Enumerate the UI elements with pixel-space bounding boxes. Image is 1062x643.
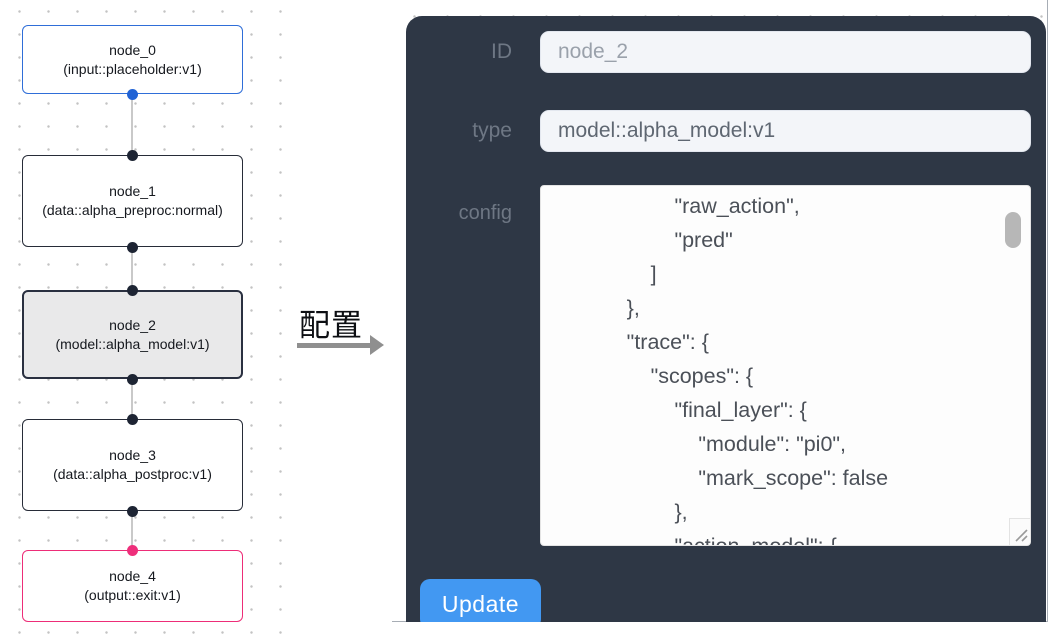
right-arrow-head-icon [370,335,384,355]
config-field-label: config [458,202,512,224]
config-panel-region: ID type config "raw_action", "pred" ] },… [392,0,1048,622]
node-subtitle: (output::exit:v1) [84,587,181,603]
port-node0-out[interactable] [126,88,138,100]
port-node4-in[interactable] [126,544,138,556]
update-button[interactable]: Update [420,579,541,622]
port-node1-in[interactable] [126,149,138,161]
node-subtitle: (input::placeholder:v1) [63,60,202,77]
id-field-label: ID [491,40,512,63]
node-subtitle: (data::alpha_postproc:v1) [53,466,212,482]
config-panel: ID type config "raw_action", "pred" ] },… [406,16,1046,622]
config-json-text: "raw_action", "pred" ] }, "trace": { "sc… [626,194,889,546]
edge-node3-node4 [131,511,133,550]
edge-node2-node3 [131,379,133,419]
node-title: node_2 [109,316,156,333]
node-subtitle: (model::alpha_model:v1) [55,335,210,352]
port-node2-in[interactable] [126,284,138,296]
node-node_0[interactable]: node_0 (input::placeholder:v1) [22,25,243,94]
node-node_4[interactable]: node_4 (output::exit:v1) [22,550,243,622]
node-title: node_0 [109,41,156,58]
node-node_2-selected[interactable]: node_2 (model::alpha_model:v1) [22,290,243,379]
port-node1-out[interactable] [126,241,138,253]
node-node_3[interactable]: node_3 (data::alpha_postproc:v1) [22,419,243,511]
type-input[interactable] [540,110,1031,152]
node-node_1[interactable]: node_1 (data::alpha_preproc:normal) [22,155,243,247]
node-title: node_1 [109,183,156,199]
edge-node0-node1 [131,94,133,155]
resize-grip-icon [1015,529,1028,542]
node-title: node_4 [109,568,156,584]
node-subtitle: (data::alpha_preproc:normal) [42,202,223,218]
port-node3-in[interactable] [126,413,138,425]
config-resize-handle[interactable] [1009,518,1030,545]
type-field-label: type [472,119,512,142]
port-node3-out[interactable] [126,505,138,517]
config-annotation-label: 配置 [299,308,363,343]
node-title: node_3 [109,447,156,463]
config-editor[interactable]: "raw_action", "pred" ] }, "trace": { "sc… [540,185,1031,546]
id-input[interactable] [540,31,1031,73]
port-node2-out[interactable] [126,373,138,385]
config-scrollbar-thumb[interactable] [1005,212,1021,248]
edge-node1-node2 [131,247,133,290]
right-arrow-icon [297,343,371,348]
pipeline-canvas[interactable]: node_0 (input::placeholder:v1) node_1 (d… [0,0,285,643]
